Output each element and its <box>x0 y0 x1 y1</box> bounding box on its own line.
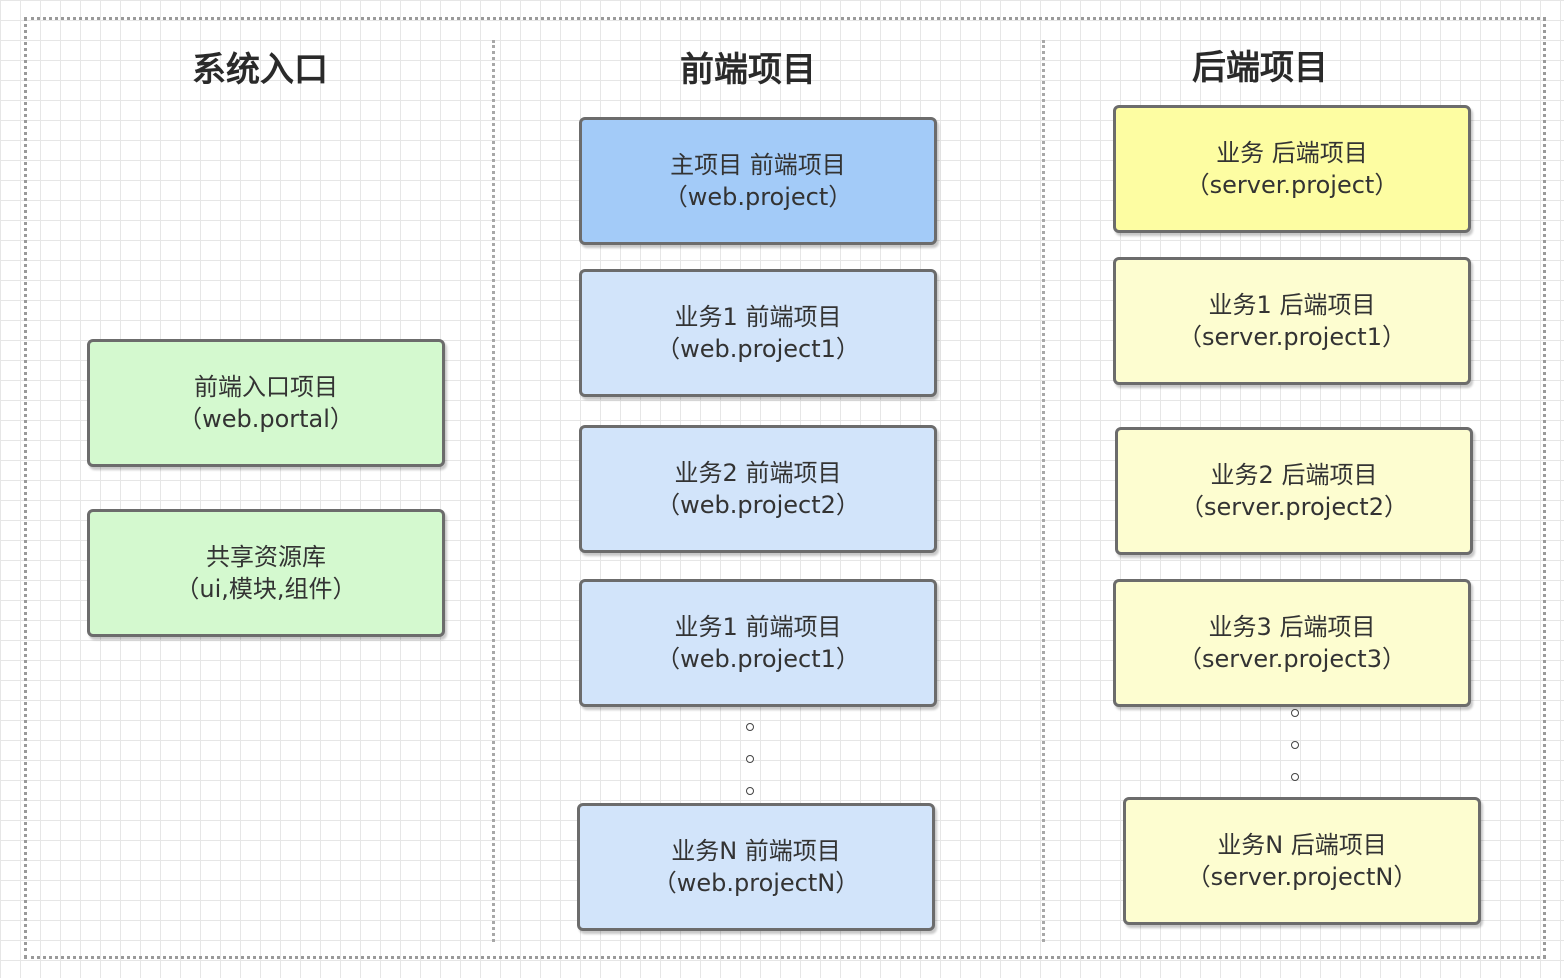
column-divider-right <box>1042 40 1045 942</box>
frontend-project-n-node: 业务N 前端项目 （web.projectN） <box>577 803 935 931</box>
frontend-project-node: 业务2 前端项目 （web.project2） <box>579 425 937 553</box>
backend-project-node: 业务2 后端项目 （server.project2） <box>1115 427 1473 555</box>
node-subtitle: （server.project2） <box>1180 493 1408 521</box>
entry-column-title: 系统入口 <box>192 50 328 90</box>
backend-project-node: 业务1 后端项目 （server.project1） <box>1113 257 1471 385</box>
ellipsis-dot <box>1291 741 1299 749</box>
node-subtitle: （web.project2） <box>656 491 860 519</box>
ellipsis-dot <box>1291 709 1299 717</box>
backend-project-n-node: 业务N 后端项目 （server.projectN） <box>1123 797 1481 925</box>
backend-main-project-node: 业务 后端项目 （server.project） <box>1113 105 1471 233</box>
backend-column-title: 后端项目 <box>1192 48 1328 88</box>
node-subtitle: （server.projectN） <box>1186 863 1418 891</box>
node-title: 业务2 后端项目 <box>1210 461 1378 489</box>
node-subtitle: （web.project1） <box>656 335 860 363</box>
node-subtitle: （server.project） <box>1185 171 1399 199</box>
ellipsis-dot <box>1291 773 1299 781</box>
backend-project-node: 业务3 后端项目 （server.project3） <box>1113 579 1471 707</box>
node-subtitle: （web.portal） <box>178 405 354 433</box>
node-title: 业务1 前端项目 <box>674 613 842 641</box>
node-subtitle: （server.project3） <box>1178 645 1406 673</box>
node-title: 业务1 前端项目 <box>674 303 842 331</box>
node-title: 业务1 后端项目 <box>1208 291 1376 319</box>
node-subtitle: （web.project1） <box>656 645 860 673</box>
node-title: 业务N 后端项目 <box>1217 831 1387 859</box>
node-subtitle: （web.project） <box>663 183 853 211</box>
node-title: 业务N 前端项目 <box>671 837 841 865</box>
shared-resources-node: 共享资源库 （ui,模块,组件） <box>87 509 445 637</box>
column-divider-left <box>492 40 495 942</box>
node-subtitle: （ui,模块,组件） <box>175 575 357 603</box>
web-portal-node: 前端入口项目 （web.portal） <box>87 339 445 467</box>
node-title: 业务2 前端项目 <box>674 459 842 487</box>
frontend-project-node: 业务1 前端项目 （web.project1） <box>579 269 937 397</box>
node-title: 主项目 前端项目 <box>670 151 846 179</box>
diagram-frame <box>24 17 1546 959</box>
ellipsis-dot <box>746 723 754 731</box>
node-title: 业务 后端项目 <box>1216 139 1368 167</box>
ellipsis-dot <box>746 787 754 795</box>
node-title: 业务3 后端项目 <box>1208 613 1376 641</box>
frontend-project-node: 业务1 前端项目 （web.project1） <box>579 579 937 707</box>
frontend-main-project-node: 主项目 前端项目 （web.project） <box>579 117 937 245</box>
node-title: 前端入口项目 <box>194 373 338 401</box>
frontend-column-title: 前端项目 <box>680 50 816 90</box>
node-subtitle: （server.project1） <box>1178 323 1406 351</box>
ellipsis-dot <box>746 755 754 763</box>
node-subtitle: （web.projectN） <box>652 869 860 897</box>
node-title: 共享资源库 <box>206 543 326 571</box>
